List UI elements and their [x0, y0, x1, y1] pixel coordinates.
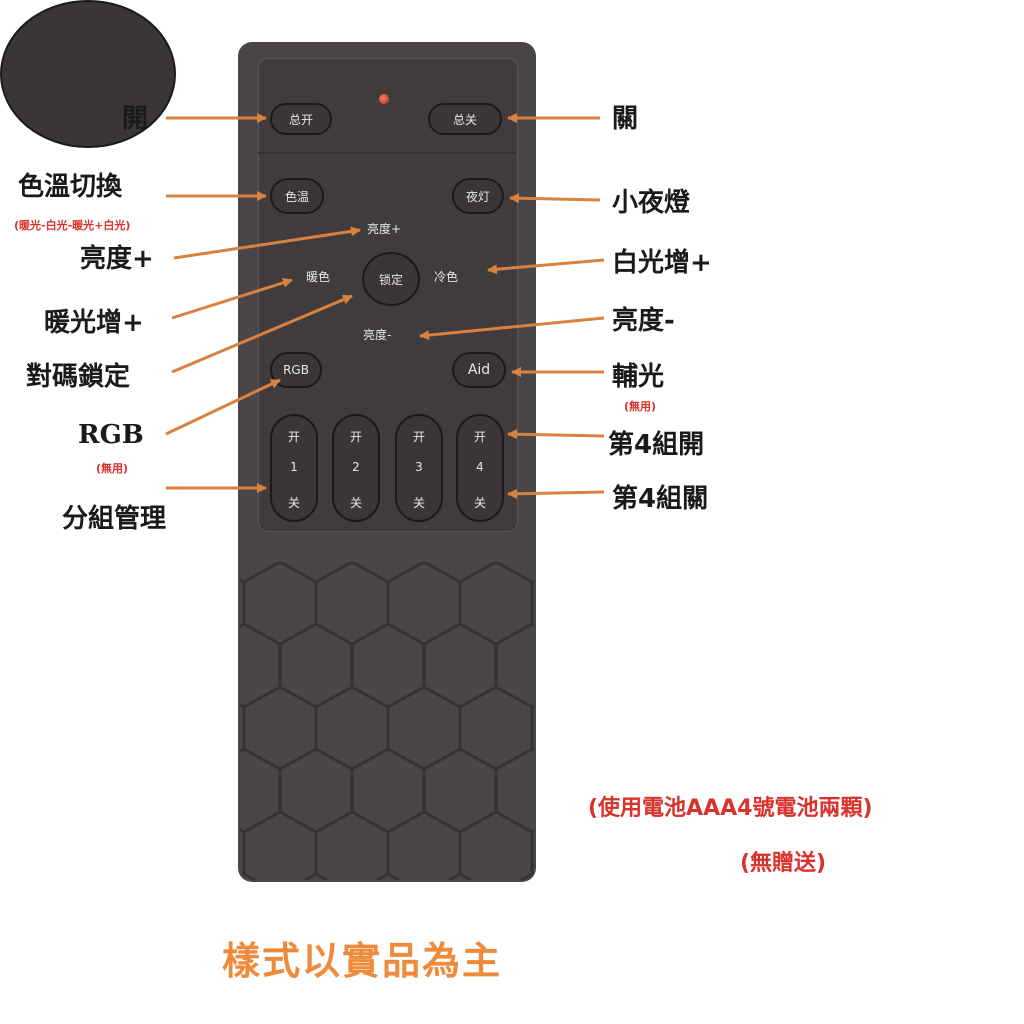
group-1-button[interactable]: 开 1 关 — [270, 414, 318, 522]
label-group4-on: 第4組開 — [608, 430, 705, 460]
label-group-manage: 分組管理 — [62, 504, 167, 534]
rgb-button[interactable]: RGB — [270, 352, 322, 388]
no-gift-note: (無贈送) — [740, 851, 827, 876]
label-brightness-up: 亮度+ — [80, 244, 154, 274]
group-on-label: 开 — [412, 430, 425, 444]
indicator-led — [379, 94, 389, 104]
group-off-label: 关 — [412, 496, 425, 510]
label-color-temp-sub: (暖光-白光-暖光+白光) — [14, 219, 131, 232]
night-light-button[interactable]: 夜灯 — [452, 178, 504, 214]
aid-button[interactable]: Aid — [452, 352, 506, 388]
group-on-label: 开 — [473, 430, 486, 444]
label-group4-off: 第4組關 — [612, 484, 709, 514]
label-night-light: 小夜燈 — [612, 188, 691, 218]
label-aux-sub: (無用) — [624, 400, 657, 413]
group-off-label: 关 — [349, 496, 362, 510]
group-on-label: 开 — [349, 430, 362, 444]
group-number: 4 — [476, 460, 484, 474]
group-3-button[interactable]: 开 3 关 — [395, 414, 443, 522]
label-aux-light: 輔光 — [612, 362, 665, 392]
label-white-up: 白光增+ — [612, 248, 712, 278]
power-on-button[interactable]: 总开 — [270, 103, 332, 135]
group-off-label: 关 — [473, 496, 486, 510]
label-rgb: RGB — [78, 420, 144, 450]
group-2-button[interactable]: 开 2 关 — [332, 414, 380, 522]
brightness-up-button[interactable]: 亮度+ — [367, 222, 402, 236]
cool-button[interactable]: 冷色 — [434, 270, 459, 284]
group-off-label: 关 — [287, 496, 300, 510]
hex-grip-pattern — [240, 562, 534, 880]
label-close: 關 — [612, 104, 639, 134]
group-number: 1 — [290, 460, 298, 474]
power-off-button[interactable]: 总关 — [428, 103, 502, 135]
footer-disclaimer: 樣式以實品為主 — [222, 939, 503, 983]
lock-button[interactable]: 锁定 — [362, 252, 420, 306]
panel-divider — [258, 152, 516, 154]
color-temp-button[interactable]: 色温 — [270, 178, 324, 214]
brightness-down-button[interactable]: 亮度- — [363, 328, 392, 342]
group-on-label: 开 — [287, 430, 300, 444]
group-number: 3 — [415, 460, 423, 474]
battery-note: (使用電池AAA4號電池兩顆) — [588, 796, 873, 821]
group-number: 2 — [352, 460, 360, 474]
warm-button[interactable]: 暖色 — [306, 270, 331, 284]
label-warm-up: 暖光增+ — [44, 308, 144, 338]
label-open: 開 — [122, 104, 149, 134]
label-rgb-sub: (無用) — [96, 462, 129, 475]
label-pair-lock: 對碼鎖定 — [26, 362, 131, 392]
group-4-button[interactable]: 开 4 关 — [456, 414, 504, 522]
label-color-temp-switch: 色溫切換 — [18, 172, 123, 202]
dpad-ring — [0, 0, 176, 148]
label-brightness-down: 亮度- — [612, 306, 675, 336]
